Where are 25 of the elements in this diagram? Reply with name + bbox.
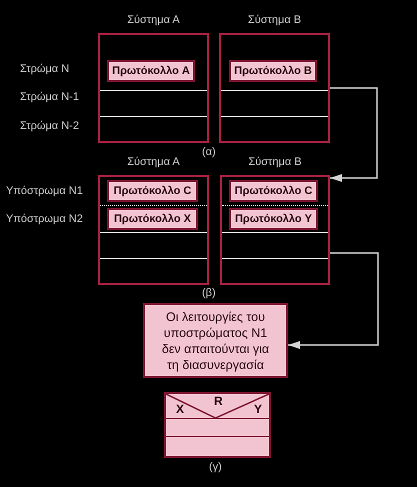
protocol-box: Πρωτόκολλο C [107,180,198,202]
layer-label: Στρώμα Ν-2 [20,120,79,133]
protocol-box: Πρωτόκολλο Y [229,208,318,230]
system-heading: Σύστημα Β [248,14,302,27]
layer-label: Στρώμα Ν-1 [20,91,79,104]
layer-label: Στρώμα Ν [20,63,70,76]
system-heading: Σύστημα Α [127,14,180,27]
protocol-box: Πρωτόκολλο C [229,180,318,202]
layer-letter: R [214,395,223,408]
layer-label: Υπόστρωμα Ν2 [6,213,83,226]
system-heading: Σύστημα Β [248,156,302,169]
panel-caption: (β) [202,287,216,300]
elbow-arrow [330,87,378,182]
panel-caption: (α) [202,146,216,159]
protocol-box: Πρωτόκολλο B [229,60,317,82]
system-heading: Σύστημα Α [127,156,180,169]
layer-label: Υπόστρωμα Ν1 [6,185,83,198]
layer-letter: Y [254,403,262,416]
elbow-arrow [288,252,379,349]
note-box: Οι λειτουργίες του υποστρώματος Ν1 δεν απαιτούνται για τη διασυνεργασία [143,303,288,378]
protocol-box: Πρωτόκολλο A [107,60,195,82]
layer-letter: X [176,403,184,416]
panel-caption: (γ) [209,461,222,474]
layer-stack-box [164,392,271,458]
protocol-box: Πρωτόκολλο X [107,208,198,230]
